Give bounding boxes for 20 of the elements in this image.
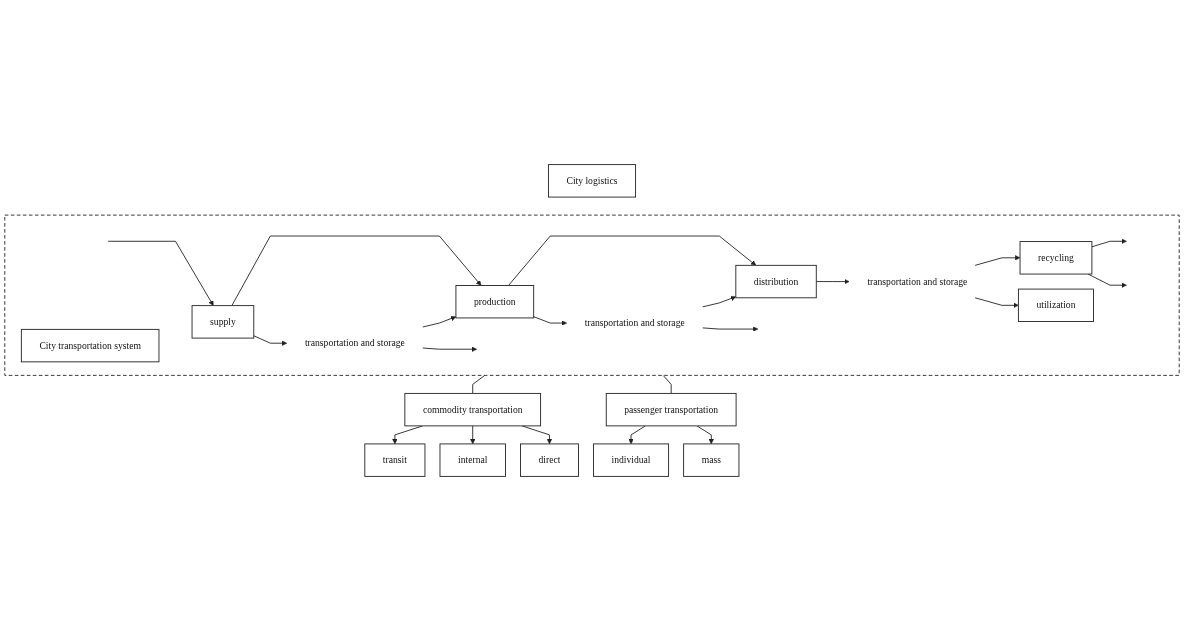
node-box: City logistics [547, 164, 637, 198]
node-box: internal [439, 443, 506, 477]
node-box: commodity transportation [404, 392, 542, 427]
node-box: supply [191, 305, 255, 339]
node-box: recycling [1019, 241, 1093, 275]
cluster [4, 214, 1180, 376]
node-box: utilization [1017, 288, 1094, 322]
connector [662, 374, 672, 394]
node-box: individual [593, 443, 670, 477]
node-box: passenger transportation [605, 392, 737, 427]
node-box: transit [364, 443, 426, 477]
node-box: direct [520, 443, 579, 477]
node-box: mass [683, 443, 740, 477]
node-text: transportation and storage [867, 276, 968, 287]
node-box: City transportation system [20, 328, 160, 363]
node-box: distribution [735, 264, 817, 299]
node-text: transportation and storage [584, 317, 685, 328]
connector [472, 374, 486, 394]
node-text: transportation and storage [304, 337, 405, 349]
node-box: production [455, 285, 535, 319]
